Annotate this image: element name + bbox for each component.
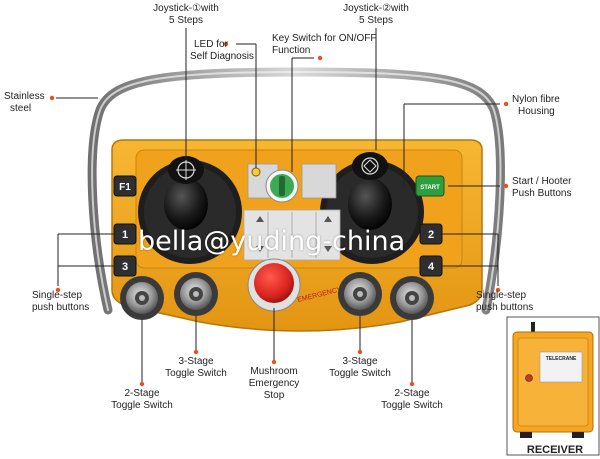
toggle-2stage-left — [120, 276, 164, 320]
mushroom-emergency-stop — [254, 263, 294, 303]
label-nylon-housing: Nylon fibre Housing — [512, 94, 560, 117]
svg-text:2: 2 — [428, 229, 434, 241]
led-indicator — [251, 167, 261, 177]
callout-bullets — [49, 41, 509, 387]
toggle-2stage-right — [390, 276, 434, 320]
receiver-caption: RECEIVER — [526, 444, 584, 456]
label-single-step-left: Single-step push buttons — [32, 290, 90, 313]
label-2stage-right: 2-Stage Toggle Switch — [381, 388, 443, 411]
label-3stage-right: 3-Stage Toggle Switch — [329, 356, 391, 379]
label-led: LED for Self Diagnosis — [190, 39, 254, 62]
label-stainless-steel: Stainless steel — [4, 91, 45, 114]
callout-lines — [56, 28, 500, 382]
svg-text:START: START — [420, 185, 440, 191]
svg-text:4: 4 — [428, 261, 435, 273]
label-start-hooter: Start / Hooter Push Buttons — [512, 176, 572, 199]
label-single-step-right: Single-step push buttons — [476, 290, 534, 313]
toggle-3stage-right — [338, 272, 382, 316]
label-3stage-left: 3-Stage Toggle Switch — [165, 356, 227, 379]
svg-text:3: 3 — [122, 261, 128, 273]
label-key-switch: Key Switch for ON/OFF Function — [272, 33, 377, 56]
watermark-text: bella@yuding-china — [138, 226, 406, 257]
toggle-3stage-left — [174, 272, 218, 316]
joystick-left — [164, 178, 208, 230]
label-joystick-left: Joystick-①with 5 Steps — [153, 3, 219, 26]
receiver-box: TELECRANE — [506, 316, 600, 456]
label-joystick-right: Joystick-②with 5 Steps — [343, 3, 409, 26]
label-2stage-left: 2-Stage Toggle Switch — [111, 388, 173, 411]
joystick-right — [348, 178, 392, 230]
svg-text:1: 1 — [122, 229, 128, 241]
f1-button-label: F1 — [119, 182, 131, 193]
label-mushroom-stop: Mushroom Emergency Stop — [248, 366, 300, 401]
receiver-brand: TELECRANE — [546, 356, 577, 362]
